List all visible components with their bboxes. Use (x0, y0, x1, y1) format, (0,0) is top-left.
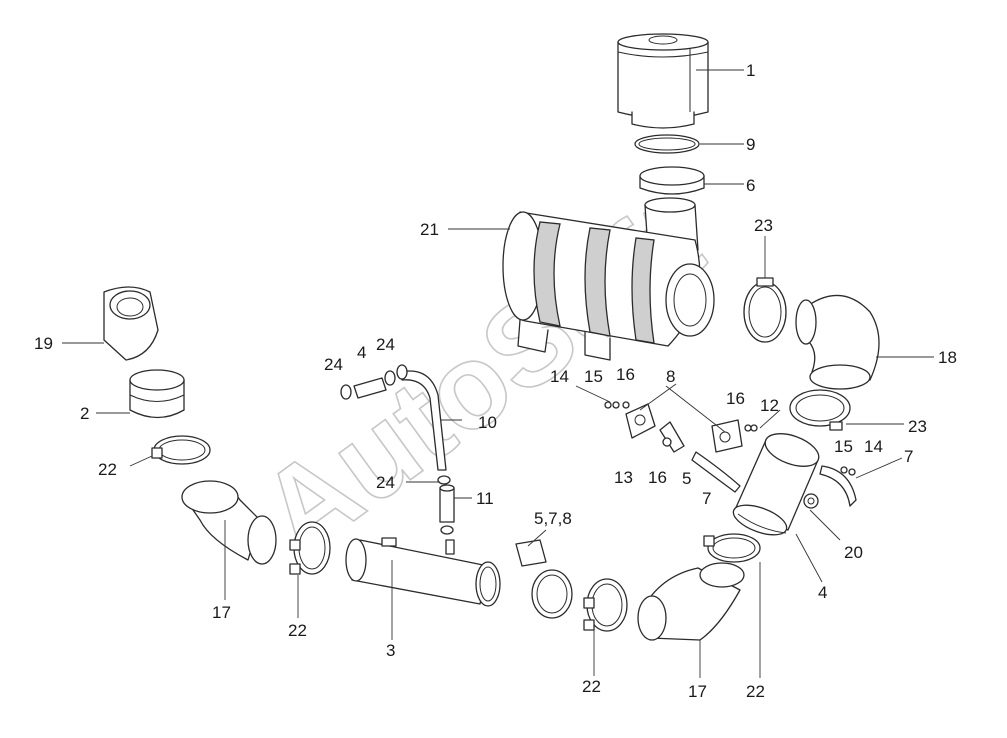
callout-4-b: 4 (818, 583, 827, 602)
callout-16-a: 16 (616, 365, 635, 384)
callout-17-right: 17 (688, 682, 707, 701)
callout-8: 8 (666, 367, 675, 386)
callout-24-c: 24 (376, 473, 395, 492)
callout-2: 2 (80, 404, 89, 423)
callout-16-b: 16 (726, 389, 745, 408)
part-22-clamp-upper-left (151, 435, 211, 465)
part-19-inlet-elbow (103, 286, 159, 361)
part-23-clamp-top (743, 277, 787, 343)
part-14-15-washers (604, 401, 856, 476)
callout-17-left: 17 (212, 603, 231, 622)
callout-22-center-right: 22 (582, 677, 601, 696)
callout-7-left: 7 (702, 489, 711, 508)
part-20-nut (803, 493, 819, 509)
part-7-bracket-left (691, 451, 741, 493)
part-11-tube-piece (439, 484, 455, 523)
callout-3: 3 (386, 641, 395, 660)
part-6-collar (639, 166, 705, 195)
callout-6: 6 (746, 176, 755, 195)
part-4-small-hose (353, 377, 387, 399)
callout-12: 12 (760, 396, 779, 415)
callout-20: 20 (844, 543, 863, 562)
callout-24-b: 24 (376, 335, 395, 354)
callout-16-c: 16 (648, 468, 667, 487)
part-22-clamp-lower-right (703, 533, 761, 563)
part-3-tube (345, 537, 501, 607)
callout-21: 21 (420, 220, 439, 239)
callout-13: 13 (614, 468, 633, 487)
callout-1: 1 (746, 61, 755, 80)
callout-11: 11 (476, 489, 494, 508)
part-16-pin (659, 421, 685, 453)
part-4-precleaner (732, 433, 820, 536)
callout-15-b: 15 (834, 437, 853, 456)
callout-5-7-8: 5,7,8 (534, 509, 572, 528)
callout-22-center-left: 22 (288, 621, 307, 640)
callout-23-bottom: 23 (908, 417, 927, 436)
part-2-sleeve (129, 369, 185, 419)
callout-18: 18 (938, 348, 957, 367)
callout-24-a: 24 (324, 355, 343, 374)
part-17-elbow-right (637, 562, 745, 641)
callout-4-a: 4 (357, 343, 366, 362)
part-9-ring (634, 134, 700, 154)
callout-15-a: 15 (584, 367, 603, 386)
callout-labels: 1 9 6 23 21 19 18 2 24 4 24 14 15 16 8 1… (34, 61, 957, 701)
callout-22-upper-left: 22 (98, 460, 117, 479)
callout-7-right: 7 (904, 447, 913, 466)
leader-lines (62, 69, 934, 678)
part-13-clip (625, 403, 656, 439)
part-1-filter-cap (617, 33, 709, 129)
callout-5: 5 (682, 469, 691, 488)
part-7-bracket-right (819, 465, 857, 507)
callout-14-a: 14 (550, 367, 569, 386)
part-23-clamp-lower (789, 389, 851, 431)
part-21-filter-housing (502, 197, 715, 361)
callout-14-b: 14 (864, 437, 883, 456)
callout-19: 19 (34, 334, 53, 353)
callout-22-lower-right: 22 (746, 682, 765, 701)
part-24-clips (340, 364, 454, 535)
callout-23-top: 23 (754, 216, 773, 235)
part-8-bracket (711, 419, 743, 453)
callout-9: 9 (746, 135, 755, 154)
part-22-clamp-center-right (583, 578, 628, 632)
part-17-elbow-left (181, 480, 277, 565)
part-22-clamp-center-left (289, 521, 331, 575)
callout-10: 10 (478, 413, 497, 432)
part-18-elbow (795, 294, 880, 390)
part-5-7-8-clamp-assembly (515, 539, 573, 619)
part-10-breather-pipe (399, 370, 447, 471)
